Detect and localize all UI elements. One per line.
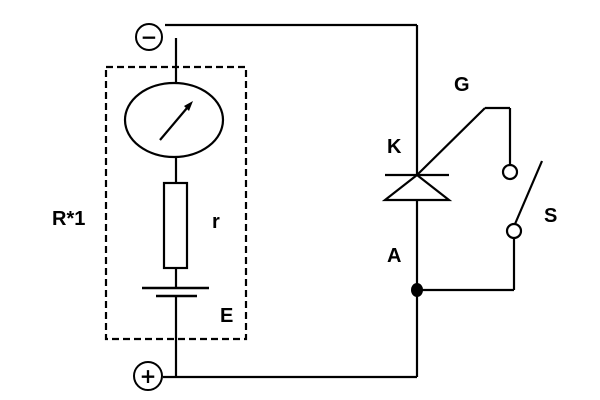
- gate-label: G: [454, 74, 470, 96]
- negative-terminal: −: [135, 23, 163, 51]
- meter-needle: [159, 107, 188, 141]
- switch-contact-top: [501, 163, 519, 181]
- resistor: [162, 181, 189, 270]
- switch-contact-bottom: [505, 222, 523, 240]
- positive-terminal: +: [133, 361, 163, 391]
- thyristor-icon: [381, 106, 512, 202]
- resistor-label: r: [212, 211, 220, 233]
- switch-label: S: [544, 205, 557, 227]
- switch-icon: [417, 160, 544, 292]
- meter-needle-arrowhead: [184, 101, 193, 111]
- anode-junction-dot: [411, 283, 423, 297]
- thyristor-triangle: [381, 173, 453, 202]
- meter-module-label: R*1: [52, 208, 85, 230]
- positive-terminal-label: +: [140, 364, 157, 388]
- thyristor-gate-lead: [416, 107, 486, 176]
- negative-terminal-label: −: [141, 25, 158, 49]
- battery-label: E: [220, 305, 233, 327]
- galvanometer-icon: [123, 81, 225, 159]
- cathode-label: K: [387, 136, 402, 158]
- circuit-wires: [163, 23, 419, 379]
- switch-blade: [513, 160, 544, 225]
- meter-module-boundary: [104, 65, 248, 341]
- anode-label: A: [387, 245, 401, 267]
- battery: [142, 286, 209, 298]
